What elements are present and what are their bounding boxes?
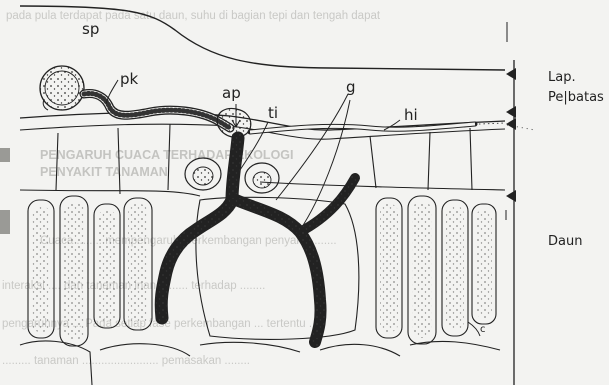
marker-boundary-bottom bbox=[506, 118, 516, 130]
marker-boundary-top bbox=[506, 68, 516, 80]
label-sp: sp bbox=[82, 20, 99, 38]
spore bbox=[40, 66, 84, 110]
marker-boundary-mid bbox=[506, 106, 516, 118]
svg-text:c: c bbox=[480, 324, 486, 335]
marker-leaf bbox=[506, 190, 516, 202]
label-hi: hi bbox=[404, 106, 418, 124]
label-boundary-layer-line2: Pe|batas bbox=[548, 90, 604, 105]
label-ap: ap bbox=[222, 84, 241, 102]
label-pk: pk bbox=[120, 70, 138, 88]
lower-cells bbox=[20, 341, 500, 385]
label-ti: ti bbox=[268, 104, 278, 122]
label-leaf: Daun bbox=[548, 234, 582, 249]
label-boundary-layer-line1: Lap. bbox=[548, 70, 576, 85]
boundary-layer-curve bbox=[20, 6, 505, 70]
label-g: g bbox=[346, 78, 356, 96]
